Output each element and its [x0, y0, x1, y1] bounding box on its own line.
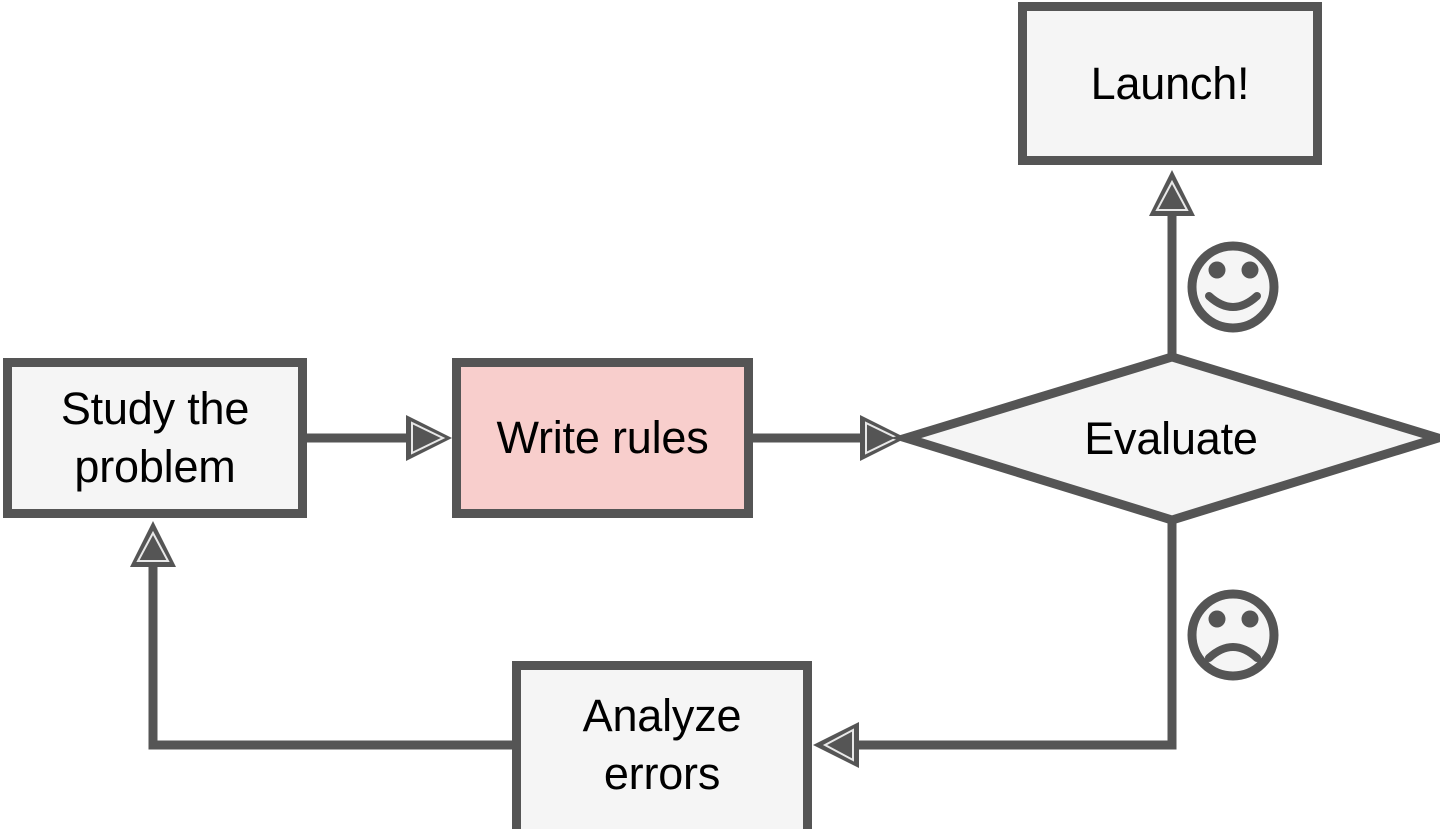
- node-study-the-problem[interactable]: [3, 358, 307, 518]
- edge-evaluate-to-analyze: [813, 522, 1177, 768]
- edge-study-to-write: [307, 415, 452, 461]
- node-write-rules[interactable]: [452, 358, 753, 518]
- node-analyze-errors[interactable]: [512, 661, 812, 829]
- frowny-face-icon: [1187, 589, 1279, 681]
- edge-write-to-evaluate: [753, 415, 906, 461]
- node-launch[interactable]: [1018, 2, 1322, 165]
- node-evaluate-decision[interactable]: [890, 352, 1440, 525]
- edge-analyze-to-study: [130, 521, 512, 750]
- smiley-face-icon: [1187, 241, 1279, 333]
- edge-evaluate-to-launch: [1149, 170, 1195, 355]
